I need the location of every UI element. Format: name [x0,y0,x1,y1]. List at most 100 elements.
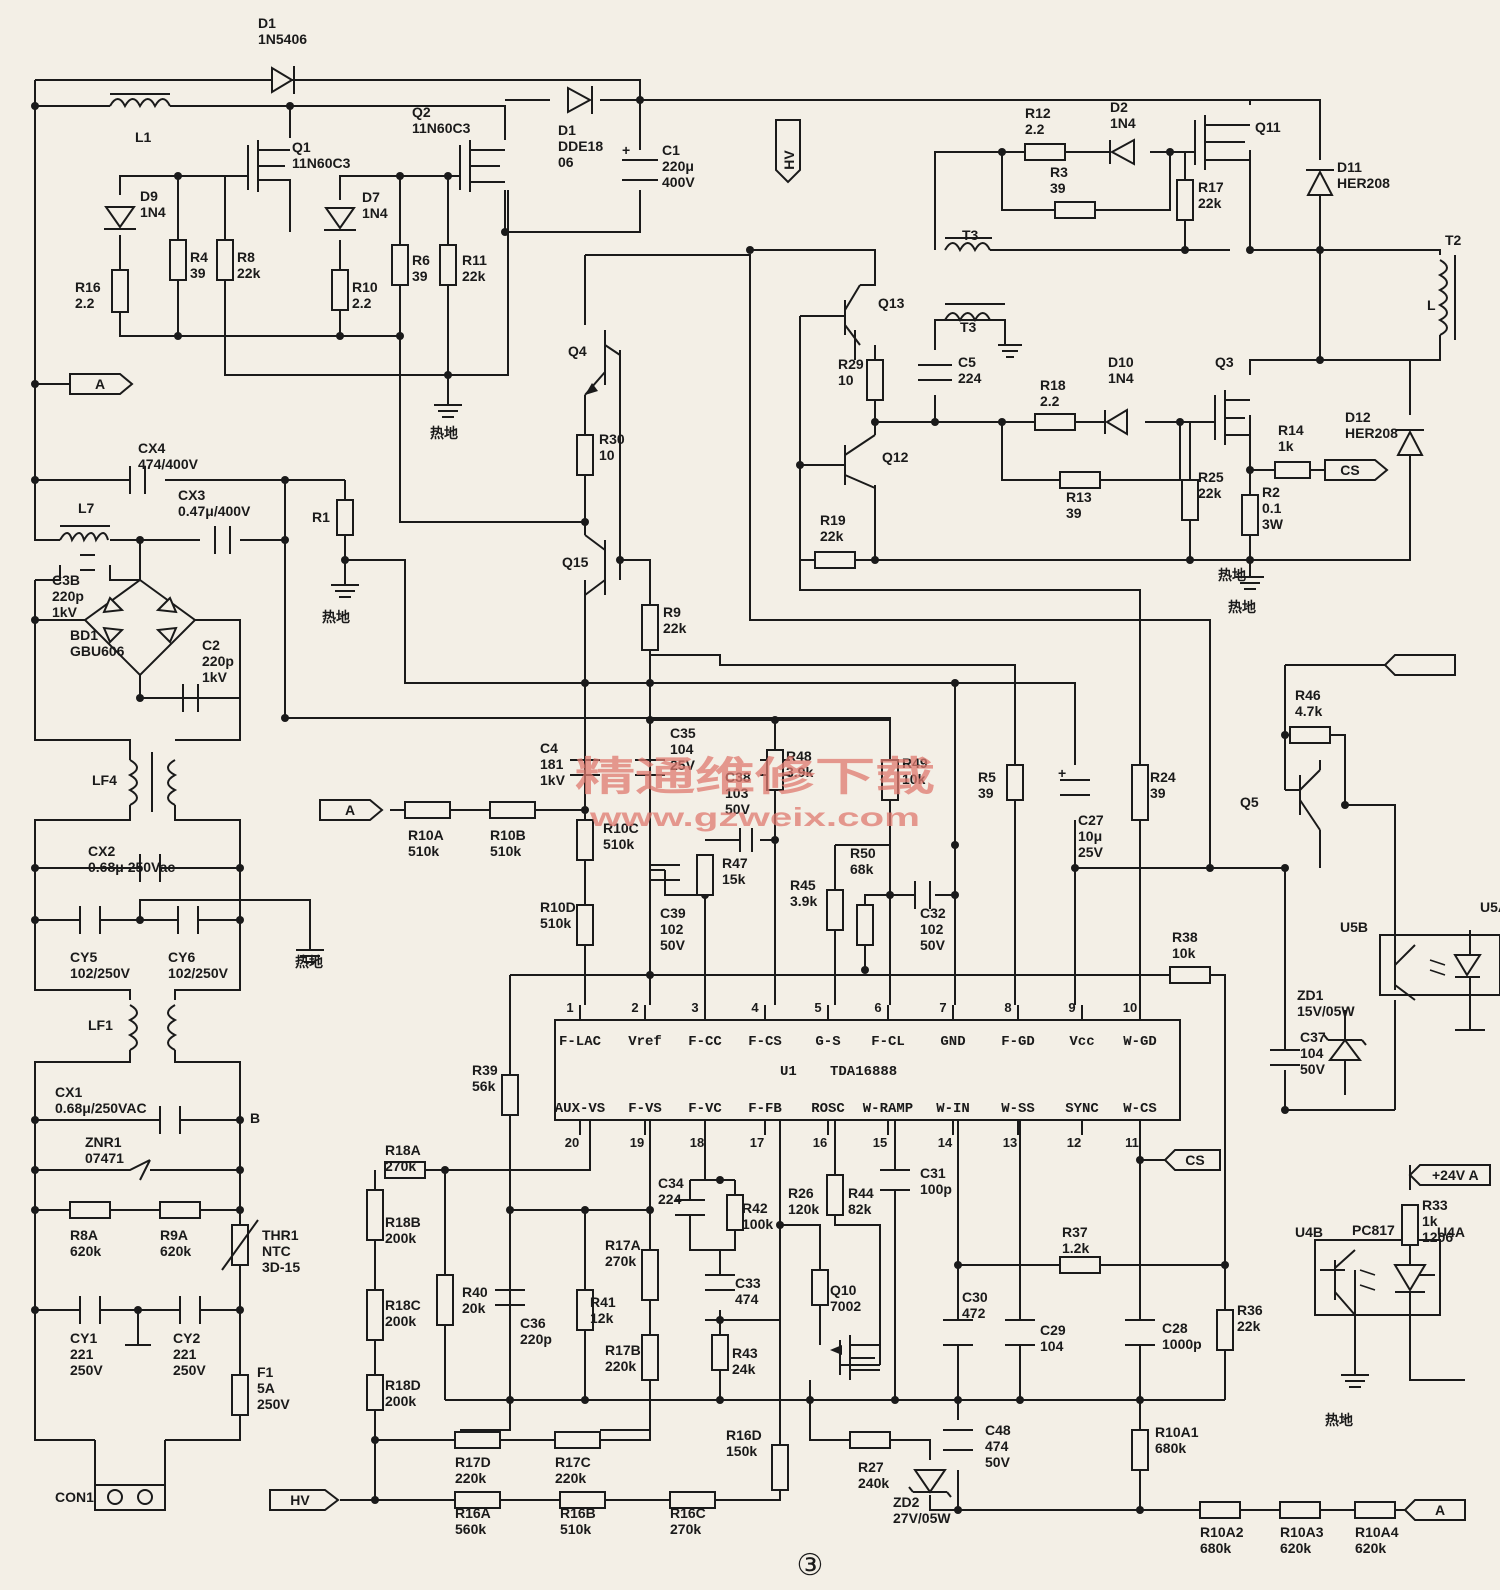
ic-pin-number-6: 6 [874,1000,881,1015]
component-label-hot3: 热地 [1228,599,1256,615]
ic-pin-number-9: 9 [1068,1000,1075,1015]
ic-pin-number-3: 3 [691,1000,698,1015]
component-label-t3a: T3 [962,227,979,243]
component-symbols: + [59,66,1500,1521]
ic-pin-name-18: F-VC [688,1101,722,1117]
component-label-q11: Q11 [1255,119,1281,135]
component-label-q3: Q3 [1215,354,1234,370]
ic-pin-name-12: SYNC [1065,1101,1099,1117]
ic-pin-number-13: 13 [1003,1135,1017,1150]
watermark-url: www.gzweix.com [588,802,920,832]
svg-text:+: + [622,142,630,158]
ic-pin-name-7: GND [940,1034,965,1050]
flag-hv-top: HV [781,150,797,170]
component-label-t2: T2 [1445,232,1462,248]
component-label-u4a: U4A [1437,1224,1465,1240]
component-label-lf1: LF1 [88,1017,113,1033]
ic-pin-number-16: 16 [813,1135,827,1150]
watermark-cn: 精通维修下载 [575,755,935,799]
component-label-hot4: 热地 [295,954,323,970]
component-label-q12: Q12 [882,449,909,465]
flag-a-right: A [1435,1502,1445,1518]
component-label-l7: L7 [78,500,95,516]
component-label-q15: Q15 [562,554,589,570]
component-label-u5b: U5B [1340,919,1368,935]
figure-number: ③ [797,1549,824,1582]
ic-pin-name-2: Vref [628,1034,662,1050]
component-label-pc817: PC817 [1352,1222,1395,1238]
watermark: 精通维修下载 www.gzweix.com [575,755,935,832]
ic-pin-number-18: 18 [690,1135,704,1150]
ic-pin-name-6: F-CL [871,1034,905,1050]
ic-pin-number-14: 14 [938,1135,953,1150]
flag-a-mid: A [345,802,355,818]
ic-pin-name-20: AUX-VS [555,1101,605,1117]
component-label-hot6: 热地 [1218,567,1246,583]
ic-pin-number-20: 20 [565,1135,579,1150]
component-label-lp: L [1427,297,1436,313]
flag-cs-bottom: CS [1185,1152,1204,1168]
ic-pin-name-16: ROSC [811,1101,845,1117]
ic-ref: U1 [780,1064,797,1080]
ic-u1: U1 TDA16888 1F-LAC2Vref3F-CC4F-CS5G-S6F-… [555,1000,1157,1150]
